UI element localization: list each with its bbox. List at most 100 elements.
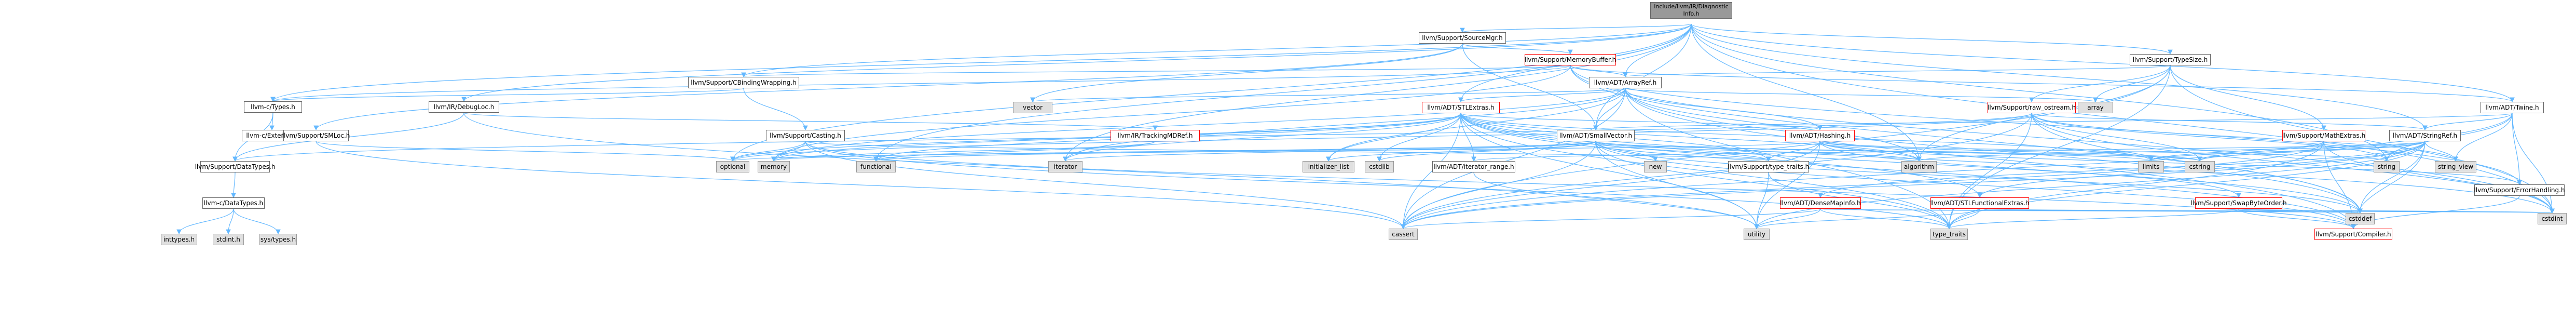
- edge-hashing-to-errorhandling: [1819, 141, 2522, 185]
- node-label-compiler: llvm/Support/Compiler.h: [2315, 231, 2391, 238]
- node-type-traits-h[interactable]: llvm/Support/type_traits.h: [1728, 161, 1809, 172]
- edge-raw_ostream-to-string: [2031, 113, 2389, 162]
- edge-twine-to-smallvector: [1594, 113, 2513, 131]
- node-label-type-traits-h: llvm/Support/type_traits.h: [1728, 163, 1810, 170]
- node-label-inttypes: inttypes.h: [163, 236, 195, 243]
- edge-stlfunctionalextras-to-type_traits: [1947, 208, 1980, 230]
- edge-llvmc_datatypes-to-stdint: [226, 208, 234, 235]
- node-swapbyteorder[interactable]: llvm/Support/SwapByteOrder.h: [2190, 197, 2287, 209]
- node-stdint[interactable]: stdint.h: [213, 234, 244, 245]
- node-new[interactable]: new: [1644, 161, 1667, 172]
- node-label-stdint: stdint.h: [216, 236, 240, 243]
- node-densemapinfo[interactable]: llvm/ADT/DenseMapInfo.h: [1780, 197, 1861, 209]
- node-sourcemgr[interactable]: llvm/Support/SourceMgr.h: [1419, 32, 1506, 44]
- node-memory[interactable]: memory: [758, 161, 790, 172]
- node-llvmc-types[interactable]: llvm-c/Types.h: [244, 101, 302, 113]
- node-raw-ostream[interactable]: llvm/Support/raw_ostream.h: [1988, 102, 2076, 113]
- node-iterator-range[interactable]: llvm/ADT/iterator_range.h: [1432, 161, 1515, 172]
- node-utility[interactable]: utility: [1744, 229, 1770, 240]
- node-stlextras[interactable]: llvm/ADT/STLExtras.h: [1422, 102, 1500, 113]
- edge-stlextras-to-cstdlib: [1377, 113, 1461, 162]
- node-compiler[interactable]: llvm/Support/Compiler.h: [2314, 229, 2392, 240]
- node-label-type-traits: type_traits: [1932, 231, 1966, 238]
- node-memorybuffer[interactable]: llvm/Support/MemoryBuffer.h: [1525, 54, 1616, 65]
- node-debugloc[interactable]: llvm/IR/DebugLoc.h: [429, 101, 499, 113]
- node-trackingmdref[interactable]: llvm/IR/TrackingMDRef.h: [1111, 130, 1200, 141]
- node-string-view[interactable]: string_view: [2435, 161, 2476, 172]
- node-label-datatypes: llvm/Support/DataTypes.h: [195, 163, 276, 170]
- edge-root-to-debugloc: [461, 23, 1692, 102]
- edge-stringref-to-iterator_range: [1472, 141, 2426, 162]
- node-label-utility: utility: [1747, 231, 1766, 238]
- node-optional[interactable]: optional: [716, 161, 749, 172]
- edge-stringref-to-cstring: [2197, 141, 2426, 162]
- edge-typesize-to-arrayref: [1623, 65, 2171, 78]
- node-mathextras[interactable]: llvm/Support/MathExtras.h: [2282, 130, 2365, 141]
- edge-debugloc-to-utility: [463, 112, 1759, 230]
- node-cstring[interactable]: cstring: [2185, 161, 2215, 172]
- node-datatypes[interactable]: llvm/Support/DataTypes.h: [195, 161, 275, 172]
- edge-root-to-stringref: [1691, 23, 2428, 131]
- edge-densemapinfo-to-type_traits: [1820, 208, 1952, 230]
- edge-trackingmdref-to-functional: [873, 141, 1156, 162]
- node-label-iterator: iterator: [1053, 163, 1077, 170]
- edge-mathextras-to-cassert: [1401, 141, 2324, 230]
- edge-smallvector-to-cassert: [1401, 141, 1596, 230]
- node-initializer-list[interactable]: initializer_list: [1303, 161, 1354, 172]
- node-iterator[interactable]: iterator: [1048, 161, 1083, 172]
- node-casting[interactable]: llvm/Support/Casting.h: [766, 130, 845, 141]
- edge-iterator_range-to-utility: [1473, 172, 1759, 230]
- node-label-densemapinfo: llvm/ADT/DenseMapInfo.h: [1780, 199, 1861, 207]
- edge-typesize-to-mathextras: [2170, 65, 2326, 131]
- node-smloc[interactable]: llvm/Support/SMLoc.h: [282, 130, 350, 141]
- node-typesize[interactable]: llvm/Support/TypeSize.h: [2130, 54, 2211, 65]
- edge-root-to-functional: [873, 23, 1692, 162]
- node-algorithm[interactable]: algorithm: [1901, 161, 1937, 172]
- node-smallvector[interactable]: llvm/ADT/SmallVector.h: [1557, 130, 1635, 141]
- edge-casting-to-cassert: [805, 141, 1406, 230]
- root-label-line1: include/llvm/IR/Diagnostic: [1654, 3, 1729, 10]
- node-stlfunctionalextras[interactable]: llvm/ADT/STLFunctionalExtras.h: [1930, 197, 2030, 209]
- node-label-initializer-list: initializer_list: [1308, 163, 1349, 170]
- node-array[interactable]: array: [2078, 102, 2113, 113]
- node-label-algorithm: algorithm: [1904, 163, 1934, 170]
- node-cassert[interactable]: cassert: [1389, 229, 1418, 240]
- node-vector[interactable]: vector: [1013, 102, 1052, 113]
- node-type-traits[interactable]: type_traits: [1930, 229, 1968, 240]
- node-inttypes[interactable]: inttypes.h: [161, 234, 197, 245]
- node-string[interactable]: string: [2374, 161, 2400, 172]
- edge-stlextras-to-cassert: [1401, 113, 1461, 230]
- node-errorhandling[interactable]: llvm/Support/ErrorHandling.h: [2474, 184, 2565, 196]
- node-label-string-view: string_view: [2437, 163, 2474, 170]
- edge-root-to-twine: [1691, 23, 2515, 103]
- edge-stlfunctionalextras-to-utility: [1754, 208, 1980, 230]
- edge-arrayref-to-vector: [1030, 88, 1626, 103]
- edge-datatypes-to-llvmc_datatypes: [231, 172, 236, 198]
- node-root[interactable]: include/llvm/IR/Diagnostic Info.h: [1650, 2, 1732, 19]
- node-limits[interactable]: limits: [2138, 161, 2164, 172]
- edge-arrayref-to-compiler: [1625, 88, 2356, 230]
- node-systypes[interactable]: sys/types.h: [259, 234, 297, 245]
- node-functional[interactable]: functional: [856, 161, 896, 172]
- node-stringref[interactable]: llvm/ADT/StringRef.h: [2389, 130, 2461, 141]
- node-hashing[interactable]: llvm/ADT/Hashing.h: [1785, 130, 1855, 141]
- node-cstdint[interactable]: cstdint: [2538, 213, 2567, 224]
- node-llvmc-datatypes[interactable]: llvm-c/DataTypes.h: [202, 197, 265, 209]
- edge-stringref-to-cstddef: [2358, 141, 2426, 214]
- edge-root-to-iterator: [1063, 23, 1692, 162]
- edge-root-to-llvmc_types: [270, 23, 1692, 102]
- edge-root-to-typesize: [1691, 23, 2173, 55]
- node-cstdlib[interactable]: cstdlib: [1365, 161, 1394, 172]
- node-twine[interactable]: llvm/ADT/Twine.h: [2481, 102, 2544, 113]
- node-cstddef[interactable]: cstddef: [2346, 213, 2375, 224]
- node-label-new: new: [1649, 163, 1662, 170]
- node-cbindingwrapping[interactable]: llvm/Support/CBindingWrapping.h: [688, 77, 799, 88]
- edge-cbindingwrapping-to-llvmc_types: [270, 88, 744, 102]
- edge-raw_ostream-to-stringref: [2031, 113, 2428, 131]
- node-arrayref[interactable]: llvm/ADT/ArrayRef.h: [1589, 77, 1662, 88]
- edge-hashing-to-utility: [1754, 141, 1820, 230]
- edge-swapbyteorder-to-cstdint: [2238, 208, 2554, 214]
- edge-arrayref-to-cassert: [1401, 88, 1626, 230]
- node-label-llvmc-datatypes: llvm-c/DataTypes.h: [203, 199, 264, 207]
